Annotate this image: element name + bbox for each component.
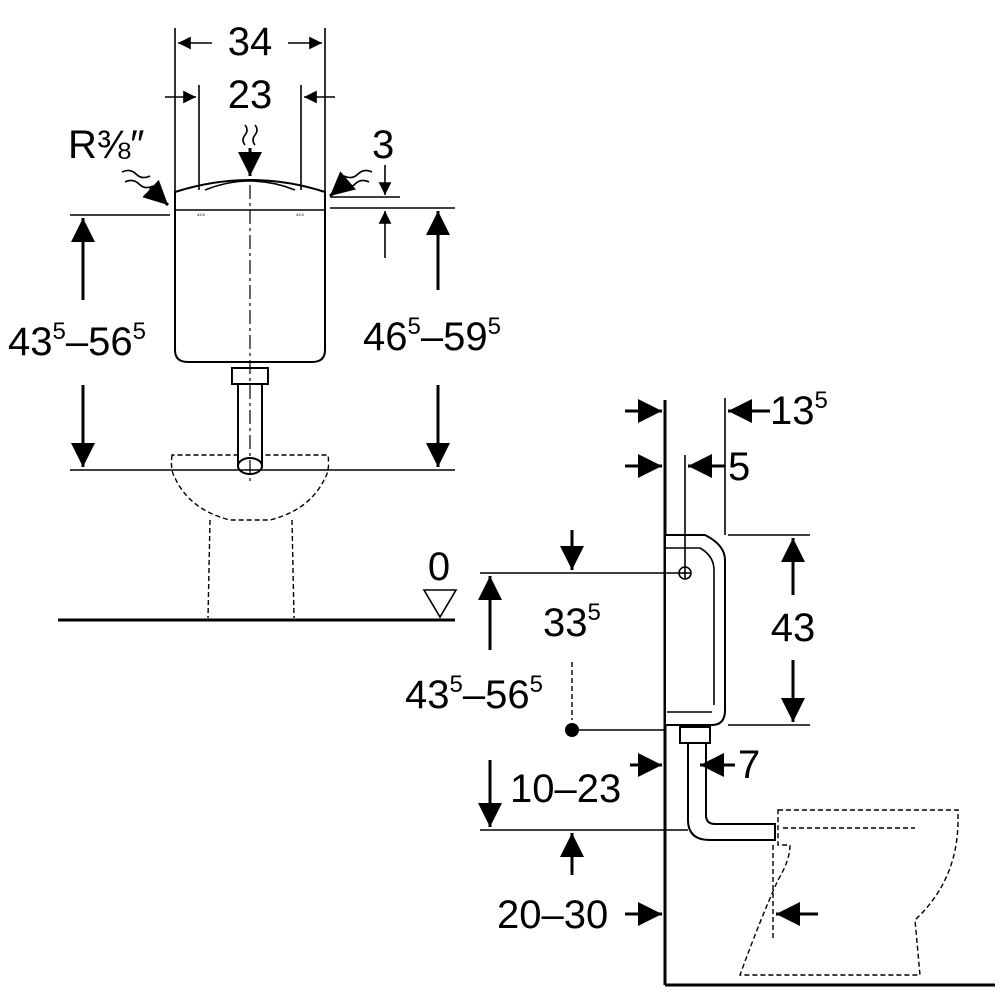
water-inlet-arrows <box>121 124 373 207</box>
dim-offset-top: 3 <box>330 123 455 258</box>
svg-text:135: 135 <box>770 387 828 433</box>
dim-pan-range: 20–30 <box>497 833 818 937</box>
svg-text:20–30: 20–30 <box>497 893 608 937</box>
side-view: 135 5 43 335 <box>405 387 995 987</box>
dim-inlet-height: 335 <box>480 530 679 737</box>
dim-tank-height: 43 <box>728 534 816 726</box>
svg-text:34: 34 <box>228 20 273 64</box>
svg-text:23: 23 <box>228 73 273 117</box>
tank-mark-left: 43.5 <box>197 212 206 217</box>
svg-text:5: 5 <box>728 445 750 489</box>
dim-wall-gap: 5 <box>625 445 750 567</box>
floor-level-symbol: 0 <box>422 545 458 619</box>
dim-pipe-offset: 7 10–23 <box>510 743 760 811</box>
svg-text:3: 3 <box>372 123 394 167</box>
svg-text:435–565: 435–565 <box>405 671 543 717</box>
svg-text:335: 335 <box>543 599 601 645</box>
connection-thread-label: R⅜″ <box>68 123 144 167</box>
dim-height-side: 435–565 <box>405 576 688 831</box>
dim-height-left: 435–565 <box>8 214 455 471</box>
dim-depth-tank: 135 <box>625 387 828 535</box>
svg-text:43: 43 <box>771 606 816 650</box>
toilet-pan-side <box>739 809 959 976</box>
cistern-side <box>664 534 726 726</box>
svg-text:7: 7 <box>738 743 760 787</box>
toilet-pan-front <box>170 454 330 619</box>
svg-text:435–565: 435–565 <box>8 318 146 364</box>
flush-pipe-side <box>679 726 776 841</box>
svg-text:10–23: 10–23 <box>510 767 621 811</box>
dim-height-right: 465–595 <box>363 211 501 467</box>
front-view: 43.5 43.5 34 23 <box>8 20 501 622</box>
svg-text:465–595: 465–595 <box>363 313 501 359</box>
svg-text:0: 0 <box>428 545 450 589</box>
tank-mark-right: 43.5 <box>296 212 305 217</box>
dim-width-total: 34 <box>174 20 326 200</box>
dim-width-inner: 23 <box>165 73 335 190</box>
